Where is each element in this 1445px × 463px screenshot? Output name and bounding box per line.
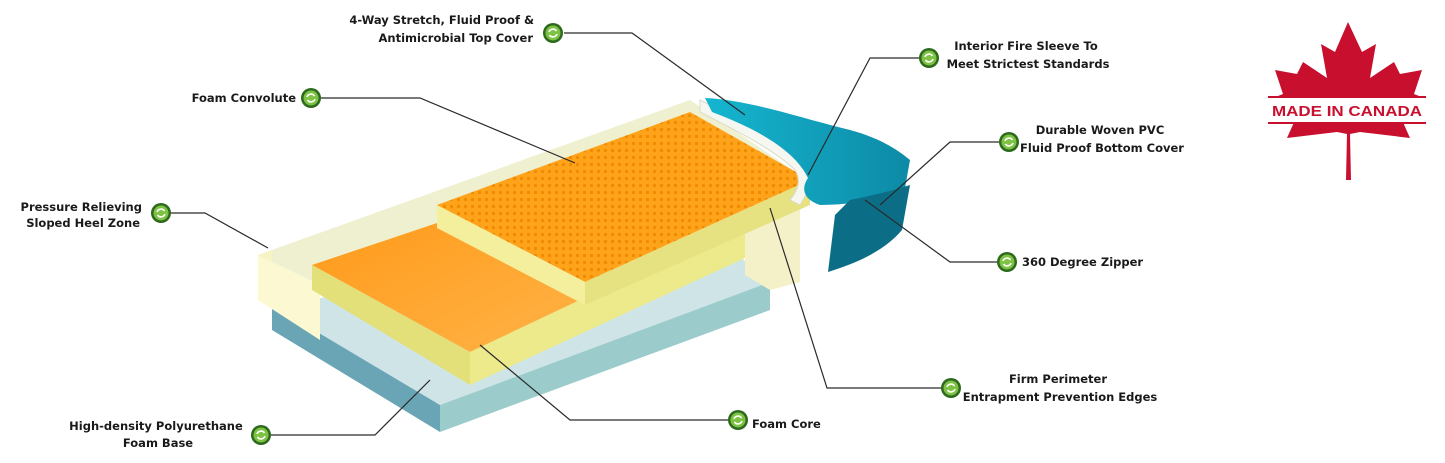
label-firm-perimeter-line1: Firm Perimeter [1009, 372, 1107, 386]
green-circle-arrow-icon [251, 425, 271, 445]
label-fire-sleeve-line2: Meet Strictest Standards [947, 57, 1110, 71]
leader-top-cover [564, 32, 746, 116]
leader-foam-convolute [320, 97, 576, 164]
foam-core-side [470, 232, 745, 385]
labels: 4-Way Stretch, Fluid Proof & Antimicrobi… [21, 13, 1185, 450]
label-top-cover-line1: 4-Way Stretch, Fluid Proof & [349, 13, 534, 27]
made-in-canada-badge: MADE IN CANADA [1268, 22, 1426, 180]
green-circle-arrow-icon [543, 23, 563, 43]
label-heel-zone-line1: Pressure Relieving [21, 200, 142, 214]
leader-heel-zone [170, 212, 269, 249]
leader-foam-base [270, 379, 431, 436]
label-zipper: 360 Degree Zipper [1022, 255, 1143, 269]
foam-core-front [312, 265, 470, 385]
foam-convolute-front [437, 205, 585, 305]
green-circle-arrow-icon [301, 88, 321, 108]
badge-text: MADE IN CANADA [1272, 104, 1423, 120]
foam-base-side [440, 282, 770, 432]
label-fire-sleeve: Interior Fire Sleeve To Meet Strictest S… [947, 39, 1110, 71]
label-foam-base-line1: High-density Polyurethane [69, 419, 243, 433]
label-firm-perimeter: Firm Perimeter Entrapment Prevention Edg… [963, 372, 1158, 404]
label-foam-convolute: Foam Convolute [192, 91, 297, 105]
green-circle-arrow-icon [941, 378, 961, 398]
green-circle-arrow-icon [997, 252, 1017, 272]
leader-fire-sleeve [807, 57, 920, 176]
top-cover [705, 98, 910, 205]
leader-lines [170, 32, 1000, 436]
label-foam-base: High-density Polyurethane Foam Base [69, 419, 247, 450]
top-cover-bottom-flap [828, 185, 910, 272]
leader-firm-perimeter [769, 207, 942, 389]
leader-foam-core [479, 344, 730, 421]
leader-zipper [864, 199, 998, 263]
badge-band [1268, 96, 1426, 124]
leader-bottom-cover [879, 141, 1000, 206]
label-bottom-cover-line2: Fluid Proof Bottom Cover [1020, 141, 1184, 155]
foam-convolute-top [437, 112, 810, 282]
label-firm-perimeter-line2: Entrapment Prevention Edges [963, 390, 1158, 404]
perimeter-left-face [258, 255, 320, 340]
foam-convolute-side [585, 180, 810, 305]
green-circle-arrow-icon [919, 48, 939, 68]
foam-base-front [272, 305, 440, 432]
label-foam-base-line2: Foam Base [123, 436, 193, 450]
green-circle-arrow-icon [728, 410, 748, 430]
label-fire-sleeve-line1: Interior Fire Sleeve To [954, 39, 1098, 53]
green-circle-arrow-icon [151, 203, 171, 223]
mattress-illustration [258, 98, 910, 432]
label-heel-zone: Pressure Relieving Sloped Heel Zone [21, 200, 146, 230]
label-bottom-cover: Durable Woven PVC Fluid Proof Bottom Cov… [1020, 123, 1184, 155]
label-foam-core: Foam Core [752, 417, 821, 431]
label-top-cover: 4-Way Stretch, Fluid Proof & Antimicrobi… [349, 13, 538, 45]
foam-core-top [312, 222, 580, 352]
label-heel-zone-line2: Sloped Heel Zone [26, 216, 140, 230]
label-top-cover-line2: Antimicrobial Top Cover [379, 31, 534, 45]
green-circle-arrow-icon [999, 132, 1019, 152]
label-bottom-cover-line1: Durable Woven PVC [1036, 123, 1165, 137]
callout-icons [151, 23, 1019, 445]
